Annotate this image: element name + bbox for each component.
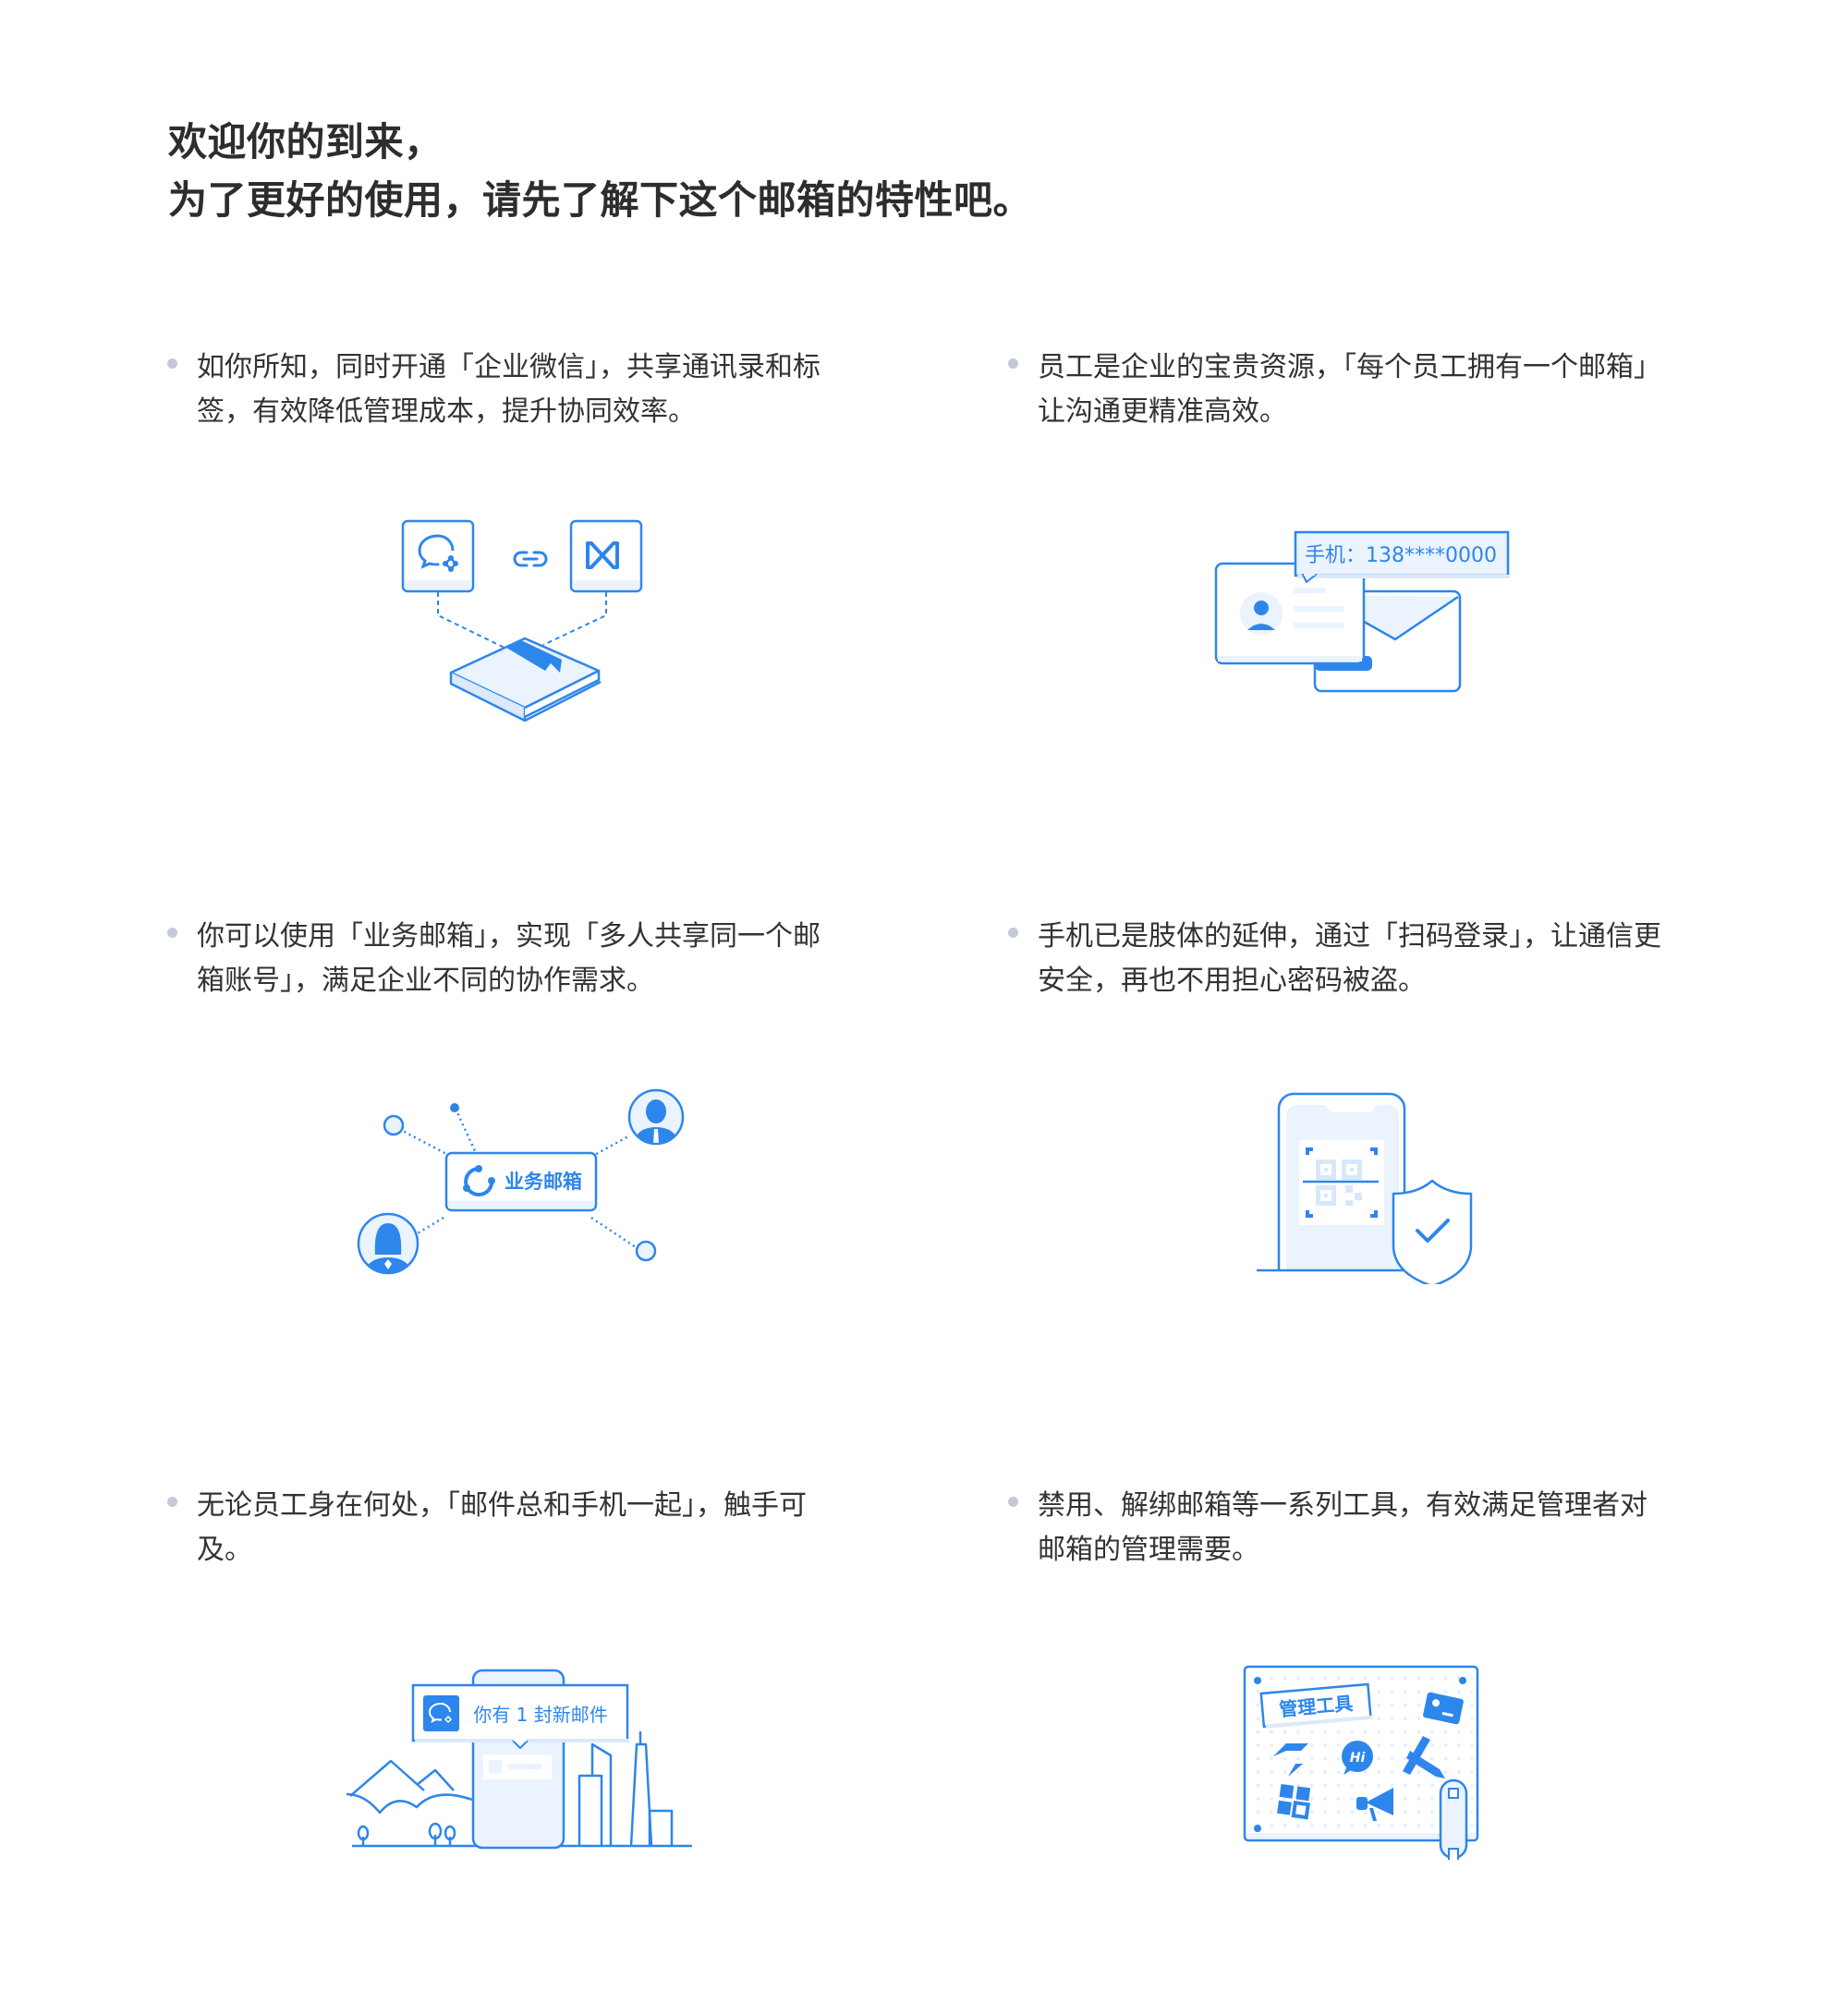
illustration-qr-login — [1257, 1081, 1478, 1288]
hi-chat-icon: Hi — [1342, 1741, 1373, 1775]
feature-text: 你可以使用「业务邮箱」，实现「多人共享同一个邮箱账号」，满足企业不同的协作需求。 — [197, 920, 821, 997]
bullet-dot — [1008, 358, 1018, 369]
admin-tools-label: 管理工具 — [1259, 1682, 1373, 1729]
illustration-contact-card: 手机：138****0000 — [1210, 527, 1515, 701]
feature-text: 员工是企业的宝贵资源，「每个员工拥有一个邮箱」让沟通更精准高效。 — [1038, 351, 1661, 428]
bullet-dot — [167, 928, 177, 938]
bullet-dot — [1008, 928, 1018, 938]
feature-text: 无论员工身在何处，「邮件总和手机一起」，触手可及。 — [197, 1489, 807, 1566]
phone-number-bubble: 手机：138****0000 — [1294, 530, 1510, 583]
title-line-2: 为了更好的使用，请先了解下这个邮箱的特性吧。 — [168, 177, 1033, 223]
qr-code-icon — [1299, 1140, 1384, 1225]
business-mailbox-badge: 业务邮箱 — [444, 1151, 598, 1212]
illustration-admin-tools: 管理工具 Hi — [1238, 1658, 1497, 1875]
female-avatar-icon — [357, 1212, 419, 1275]
bullet-dot — [1008, 1497, 1018, 1507]
grid-apps-icon — [1277, 1783, 1311, 1820]
illustration-mobile-mail: 你有 1 封新邮件 — [346, 1661, 698, 1859]
feature-text: 手机已是肢体的延伸，通过「扫码登录」，让通信更安全，再也不用担心密码被盗。 — [1038, 920, 1661, 997]
transfer-arrows-icon — [1273, 1743, 1308, 1777]
page-title: 欢迎你的到来， 为了更好的使用，请先了解下这个邮箱的特性吧。 — [168, 113, 1032, 229]
book-icon — [449, 637, 602, 722]
feature-text: 禁用、解绑邮箱等一系列工具，有效满足管理者对邮箱的管理需要。 — [1038, 1489, 1647, 1566]
phone-number-label: 手机：138****0000 — [1305, 544, 1497, 567]
business-mailbox-label: 业务邮箱 — [505, 1171, 582, 1193]
illustration-wework-contacts — [397, 516, 651, 727]
wrench-icon — [1439, 1778, 1468, 1860]
bullet-dot — [167, 358, 177, 369]
bullet-dot — [167, 1497, 177, 1507]
link-icon — [513, 551, 548, 567]
shield-check-icon — [1392, 1179, 1473, 1288]
wework-icon — [401, 519, 475, 593]
mail-logo-icon — [569, 519, 643, 593]
new-mail-label: 你有 1 封新邮件 — [473, 1704, 607, 1726]
pencil-ruler-icon — [1403, 1736, 1445, 1778]
megaphone-icon — [1356, 1788, 1393, 1821]
wework-icon — [423, 1695, 459, 1731]
new-mail-notification: 你有 1 封新邮件 — [411, 1683, 629, 1749]
id-card-icon — [1423, 1692, 1464, 1725]
contact-card-icon — [1214, 562, 1372, 671]
svg-text:Hi: Hi — [1350, 1751, 1366, 1766]
feature-text: 如你所知，同时开通「企业微信」，共享通讯录和标签，有效降低管理成本，提升协同效率… — [197, 351, 821, 428]
illustration-shared-mailbox: 业务邮箱 — [351, 1088, 693, 1286]
title-line-1: 欢迎你的到来， — [168, 119, 444, 164]
male-avatar-icon — [627, 1088, 685, 1146]
